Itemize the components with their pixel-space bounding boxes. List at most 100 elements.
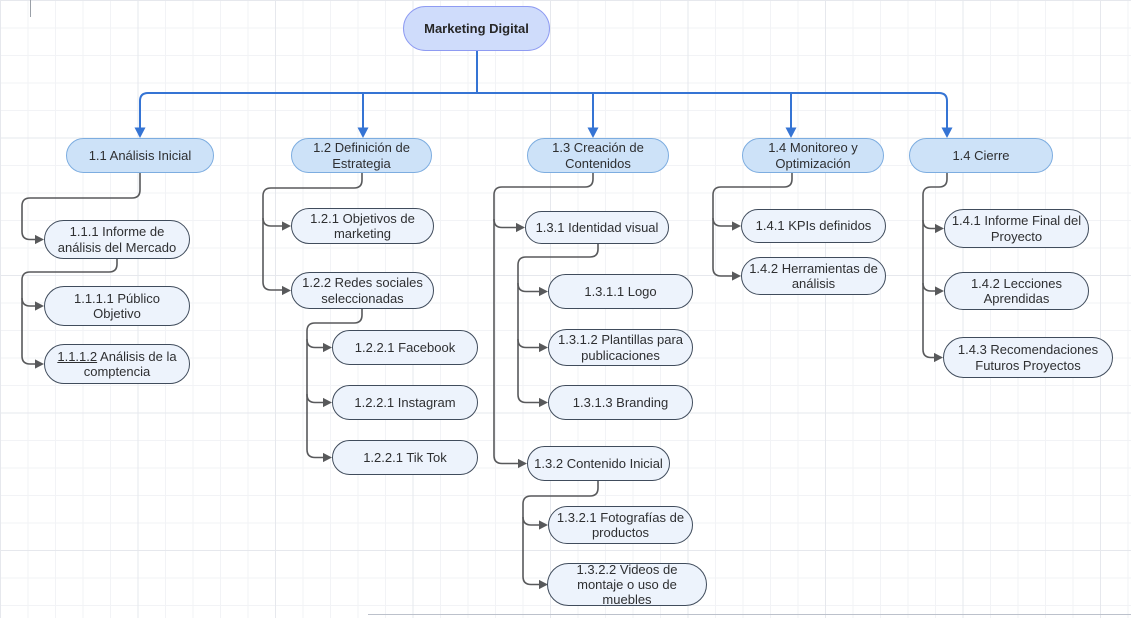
node-label: 1.4.3 Recomendaciones Futuros Proyectos — [957, 342, 1099, 373]
arrowhead-1-3-1-to-children — [539, 397, 548, 408]
connector-1-1-1-to-children — [21, 298, 35, 365]
arrowhead-1-4-monitoreo-to-children — [732, 221, 741, 231]
node-label: 1.3.1.2 Plantillas para publicaciones — [557, 332, 684, 363]
node-label: 1.2.2 Redes sociales seleccionadas — [302, 275, 423, 306]
node-1-4-1-kpis[interactable]: 1.4.1 KPIs definidos — [741, 209, 886, 243]
node-1-3-1[interactable]: 1.3.1 Identidad visual — [525, 211, 669, 244]
arrowhead-1-4-cierre-to-children — [935, 223, 944, 234]
arrowhead-1-2-2-to-children — [323, 452, 332, 463]
arrowhead-1-3-1-to-children — [539, 286, 548, 297]
node-1-3-1-1[interactable]: 1.3.1.1 Logo — [548, 274, 693, 309]
arrowhead-1-2-to-children — [282, 221, 291, 231]
connector-1-3-to-children — [493, 219, 518, 465]
connector-1-4-monitoreo-to-children — [712, 218, 732, 277]
connector-1-2-2-to-children — [306, 309, 363, 349]
arrowhead-1-1-to-1-1-1 — [35, 234, 44, 245]
node-1-3[interactable]: 1.3 Creación de Contenidos — [527, 138, 669, 173]
connector-1-2-to-children — [262, 218, 282, 291]
node-label: 1.3.1.3 Branding — [572, 394, 669, 410]
node-label: 1.3.2.1 Fotografías de productos — [556, 509, 685, 540]
node-label: 1.3.1 Identidad visual — [535, 219, 659, 235]
connector-1-4-monitoreo-to-children — [712, 173, 793, 227]
node-label: 1.3.1.1 Logo — [584, 283, 657, 299]
node-label: 1.4.1 KPIs definidos — [755, 218, 872, 234]
connector-1-3-2-to-children — [522, 517, 539, 586]
node-1-2-2-1-tiktok[interactable]: 1.2.2.1 Tik Tok — [332, 440, 478, 475]
arrowhead-1-2-to-children — [282, 285, 291, 296]
node-label: 1.1.1.2 Análisis de la comptencia — [57, 348, 177, 379]
node-1-1[interactable]: 1.1 Análisis Inicial — [66, 138, 214, 173]
node-1-4-2-lecciones[interactable]: 1.4.2 Lecciones Aprendidas — [944, 272, 1089, 310]
arrowhead-1-3-1-to-children — [539, 342, 548, 353]
connector-1-4-cierre-to-children — [922, 173, 948, 230]
node-1-2-2-1-facebook[interactable]: 1.2.2.1 Facebook — [332, 330, 478, 365]
node-label: 1.1.1 Informe de análisis del Mercado — [57, 224, 177, 255]
connector-1-2-2-to-children — [306, 394, 323, 459]
node-label: 1.2.2.1 Tik Tok — [363, 449, 447, 465]
page-boundary-line — [368, 613, 1131, 615]
arrowhead-1-4-cierre-to-children — [935, 286, 944, 296]
arrowhead-root-to-phases — [357, 127, 369, 138]
connector-1-3-1-to-children — [517, 283, 539, 349]
node-1-2-2[interactable]: 1.2.2 Redes sociales seleccionadas — [291, 272, 434, 309]
node-label: Marketing Digital — [424, 20, 529, 36]
node-1-1-1-2[interactable]: 1.1.1.2 Análisis de la comptencia — [44, 344, 190, 384]
node-label: 1.2.2.1 Facebook — [354, 339, 456, 355]
arrowhead-1-2-2-to-children — [323, 342, 332, 353]
node-label: 1.4.2 Lecciones Aprendidas — [970, 275, 1063, 306]
arrowhead-1-3-to-children — [516, 222, 525, 233]
connector-root-to-phases — [139, 92, 948, 128]
node-label: 1.4.2 Herramientas de análisis — [749, 260, 878, 291]
arrowhead-1-2-2-to-children — [323, 397, 332, 408]
arrowhead-1-3-2-to-children — [539, 520, 548, 530]
node-label: 1.4.1 Informe Final del Proyecto — [951, 213, 1082, 244]
node-1-3-2[interactable]: 1.3.2 Contenido Inicial — [527, 446, 670, 481]
node-1-4-cierre[interactable]: 1.4 Cierre — [909, 138, 1053, 173]
arrowhead-1-1-1-to-children — [35, 359, 44, 369]
connector-1-2-2-to-children — [306, 339, 323, 404]
node-1-4-2-herramientas[interactable]: 1.4.2 Herramientas de análisis — [741, 257, 886, 295]
arrowhead-root-to-phases — [941, 127, 953, 138]
node-label: 1.2 Definición de Estrategia — [313, 140, 410, 171]
node-1-1-1-1[interactable]: 1.1.1.1 Público Objetivo — [44, 286, 190, 326]
node-1-2-2-1-instagram[interactable]: 1.2.2.1 Instagram — [332, 385, 478, 420]
node-1-4-1-informe[interactable]: 1.4.1 Informe Final del Proyecto — [944, 209, 1089, 248]
connector-1-4-cierre-to-children — [922, 220, 935, 292]
node-1-3-1-3[interactable]: 1.3.1.3 Branding — [548, 385, 693, 420]
arrowhead-1-3-2-to-children — [539, 579, 548, 590]
node-root[interactable]: Marketing Digital — [403, 6, 550, 51]
connector-1-2-to-children — [262, 173, 363, 227]
arrowhead-root-to-phases — [134, 127, 146, 138]
node-1-2[interactable]: 1.2 Definición de Estrategia — [291, 138, 432, 173]
connector-1-3-to-children — [493, 173, 594, 229]
connector-1-1-to-1-1-1 — [21, 173, 141, 241]
node-label: 1.4 Cierre — [952, 147, 1010, 163]
arrowhead-root-to-phases — [587, 127, 599, 138]
node-1-2-1[interactable]: 1.2.1 Objetivos de marketing — [291, 208, 434, 244]
node-label: 1.2.1 Objetivos de marketing — [310, 210, 415, 241]
connector-1-1-1-to-children — [21, 259, 118, 307]
arrowhead-1-4-cierre-to-children — [934, 352, 943, 363]
node-label: 1.1 Análisis Inicial — [88, 147, 192, 163]
node-label: 1.2.2.1 Instagram — [354, 394, 456, 410]
node-label: 1.3.2 Contenido Inicial — [534, 455, 663, 471]
node-label: 1.3.2.2 Videos de montaje o uso de muebl… — [576, 561, 678, 608]
arrowhead-1-3-to-children — [518, 458, 527, 469]
node-1-3-2-1[interactable]: 1.3.2.1 Fotografías de productos — [548, 506, 693, 544]
connector-1-3-1-to-children — [517, 339, 539, 404]
node-1-4-3-recomendaciones[interactable]: 1.4.3 Recomendaciones Futuros Proyectos — [943, 337, 1113, 378]
page-boundary-line — [29, 0, 31, 17]
node-1-3-1-2[interactable]: 1.3.1.2 Plantillas para publicaciones — [548, 329, 693, 366]
connector-1-3-2-to-children — [522, 481, 599, 526]
arrowhead-1-4-monitoreo-to-children — [732, 271, 741, 281]
connector-1-4-cierre-to-children — [922, 283, 934, 359]
arrowhead-root-to-phases — [785, 127, 797, 138]
node-1-3-2-2[interactable]: 1.3.2.2 Videos de montaje o uso de muebl… — [547, 561, 707, 608]
node-1-1-1[interactable]: 1.1.1 Informe de análisis del Mercado — [44, 220, 190, 259]
node-label: 1.3 Creación de Contenidos — [552, 140, 644, 171]
node-label: 1.4 Monitoreo y Optimización — [768, 140, 858, 171]
arrowhead-1-1-1-to-children — [35, 301, 44, 311]
node-1-4-monitoreo[interactable]: 1.4 Monitoreo y Optimización — [742, 138, 884, 173]
